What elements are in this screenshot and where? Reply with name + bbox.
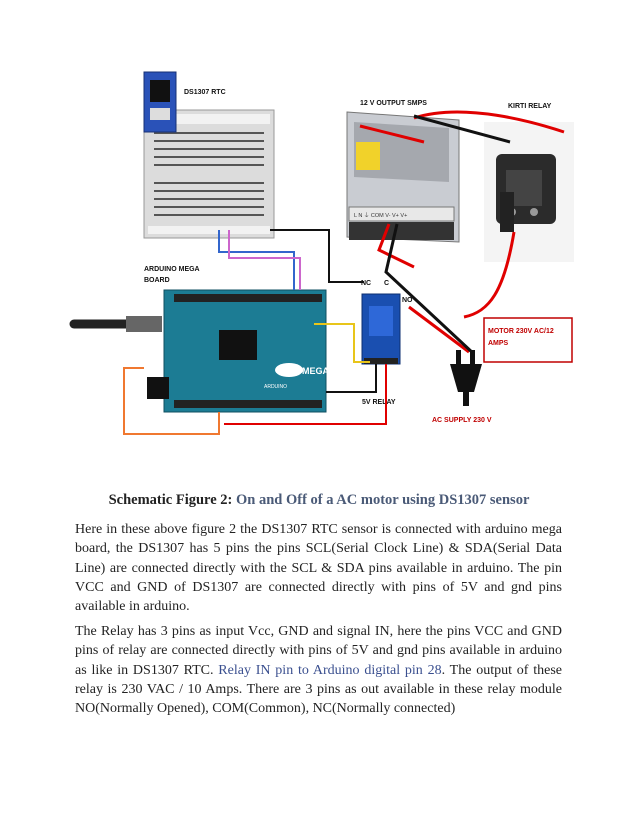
kirti-relay	[484, 122, 574, 262]
mega-label-line1: ARDUINO MEGA	[144, 266, 200, 273]
rtc-label: DS1307 RTC	[184, 89, 226, 96]
paragraph-2-text: The Relay has 3 pins as input Vcc, GND a…	[75, 624, 562, 678]
paragraph-2: The Relay has 3 pins as input Vcc, GND a…	[75, 622, 562, 718]
arduino-mega-board: MEGA ARDUINO	[147, 289, 330, 413]
yellow-wire	[314, 323, 370, 363]
board-text: ARDUINO	[264, 384, 287, 390]
caption-title: On and Off of a AC motor using DS1307 se…	[232, 492, 530, 508]
relay-5v-label: 5V RELAY	[362, 399, 396, 406]
red-wire	[377, 223, 415, 269]
blue-wire	[218, 230, 295, 290]
figure-caption: Schematic Figure 2: On and Off of a AC m…	[0, 492, 638, 509]
ds1307-rtc-module	[143, 71, 177, 133]
black-wire	[270, 229, 364, 283]
no-label: NO	[402, 297, 413, 304]
paragraph-1: Here in these above figure 2 the DS1307 …	[75, 522, 562, 615]
c-label: C	[384, 280, 389, 287]
smps-label: 12 V OUTPUT SMPS	[360, 100, 427, 107]
motor-label-line2: AMPS	[488, 340, 509, 347]
caption-prefix: Schematic Figure 2:	[108, 492, 233, 508]
red-wire	[408, 305, 470, 354]
mega-label-line2: BOARD	[144, 277, 170, 284]
black-wire	[384, 223, 476, 356]
wires	[123, 110, 565, 435]
black-wire	[326, 364, 377, 393]
ac-plug-icon	[450, 350, 482, 406]
red-wire	[413, 110, 565, 134]
black-wire	[413, 114, 511, 144]
psu-terminal-text: L N ⏚ COM V- V+ V+	[354, 212, 407, 219]
red-wire	[224, 364, 387, 425]
red-wire	[463, 231, 516, 319]
motor-box	[483, 317, 573, 363]
red-wire	[359, 124, 425, 144]
usb-cable	[69, 316, 162, 332]
nc-label: NC	[361, 280, 371, 287]
mega-logo: MEGA	[302, 366, 330, 376]
5v-relay-module	[361, 293, 401, 365]
relay-pin-link[interactable]: Relay IN pin to Arduino digital pin 28	[218, 662, 442, 678]
ac-supply-label: AC SUPPLY 230 V	[432, 417, 492, 424]
paragraph-2-text-end: . The output of these relay is 230 VAC /…	[75, 662, 562, 717]
schematic-figure: DS1307 RTC L N ⏚ COM V- V+ V+ 12 V OUTPU…	[69, 71, 574, 435]
breadboard	[143, 109, 275, 239]
pink-wire	[228, 230, 301, 290]
kirti-relay-label: KIRTI RELAY	[508, 103, 552, 110]
motor-label-line1: MOTOR 230V AC/12	[488, 328, 554, 335]
smps-power-supply: L N ⏚ COM V- V+ V+	[346, 111, 460, 243]
orange-wire	[123, 367, 220, 435]
